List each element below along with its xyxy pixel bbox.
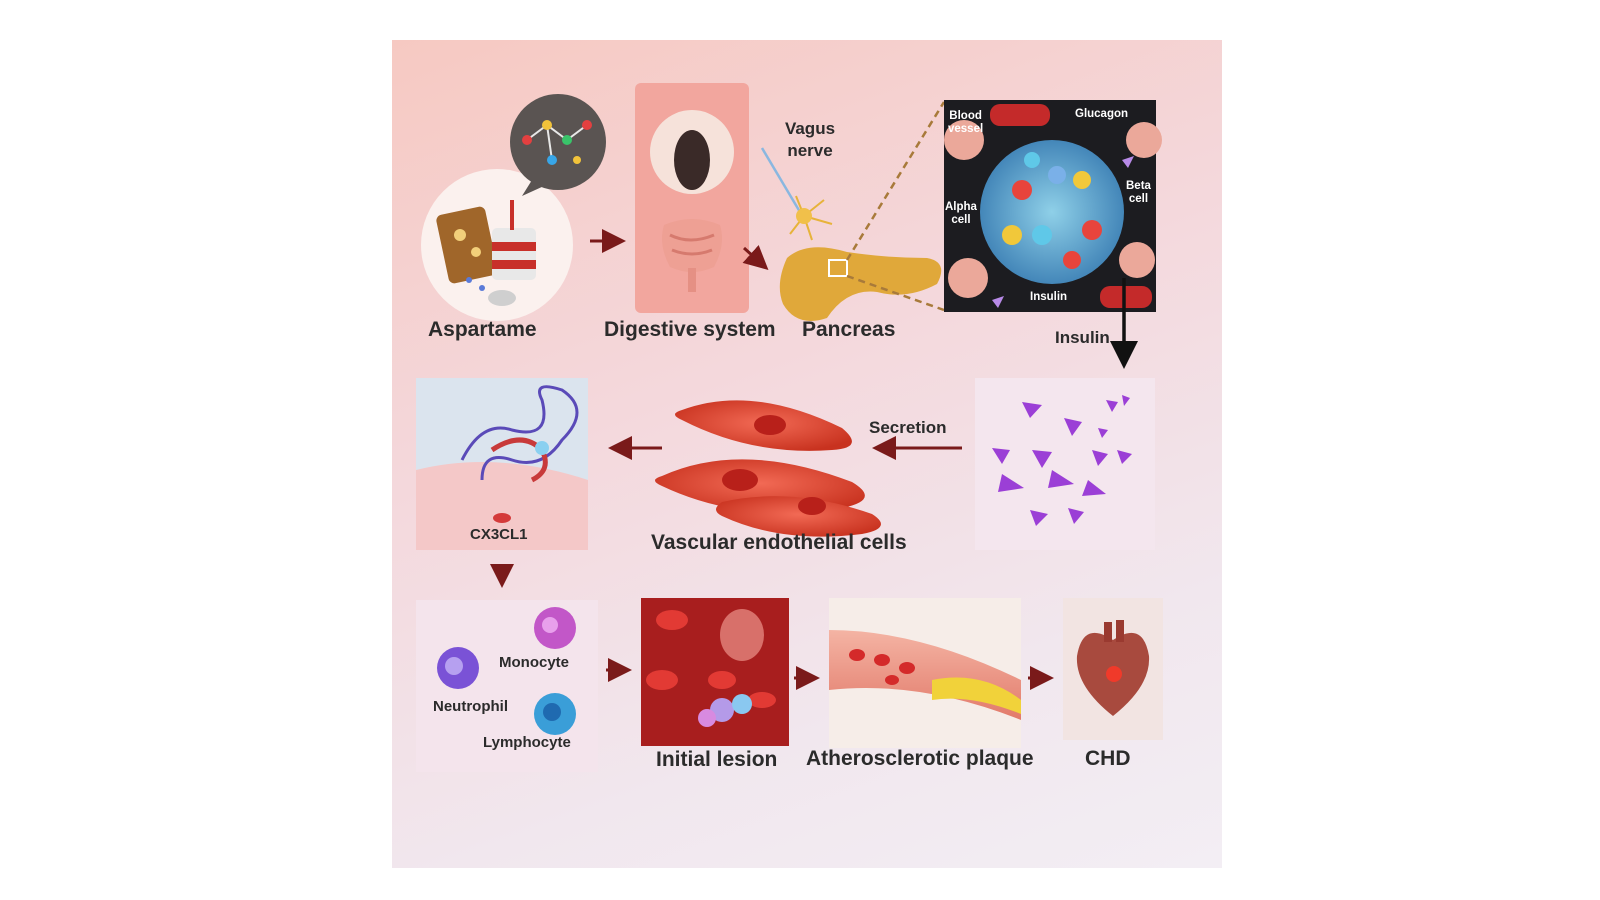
diagram-artwork [416, 83, 1163, 772]
plaque-illustration [829, 598, 1021, 748]
leukocytes-panel [416, 600, 598, 772]
label-aspartame: Aspartame [428, 318, 537, 341]
label-cx3cl1: CX3CL1 [470, 526, 528, 543]
heart-illustration [1063, 598, 1163, 740]
label-digestive-system: Digestive system [604, 318, 776, 341]
vagus-nerve-illustration [760, 147, 833, 241]
label-islet-insulin: Insulin [1030, 291, 1068, 303]
label-initial-lesion: Initial lesion [656, 748, 778, 771]
label-vagus-nerve: Vagus nerve [784, 119, 836, 160]
initial-lesion-illustration [641, 598, 789, 746]
label-monocyte: Monocyte [499, 654, 570, 671]
endothelial-cells-illustration [655, 400, 881, 537]
cx3cl1-illustration [416, 378, 588, 550]
label-lymphocyte: Lymphocyte [483, 734, 571, 751]
islet-inset [944, 100, 1162, 312]
label-neutrophil: Neutrophil [433, 698, 508, 715]
insulin-molecules-panel [975, 378, 1155, 550]
label-blood-vessel: Blood vessel [948, 110, 984, 135]
label-atherosclerotic-plaque: Atherosclerotic plaque [806, 747, 1034, 770]
label-glucagon: Glucagon [1075, 108, 1129, 120]
label-chd: CHD [1085, 747, 1131, 770]
digestive-illustration [635, 83, 749, 313]
aspartame-illustration [421, 94, 606, 321]
label-vascular-endothelial-cells: Vascular endothelial cells [651, 531, 907, 554]
label-pancreas: Pancreas [802, 318, 896, 341]
label-beta-cell: Beta cell [1126, 180, 1151, 205]
label-secretion: Secretion [869, 418, 947, 437]
arrow-digestive-pancreas [742, 245, 769, 271]
label-alpha-cell: Alpha cell [945, 201, 977, 226]
label-insulin-arrow: Insulin [1055, 328, 1110, 347]
pancreas-illustration [779, 101, 946, 321]
